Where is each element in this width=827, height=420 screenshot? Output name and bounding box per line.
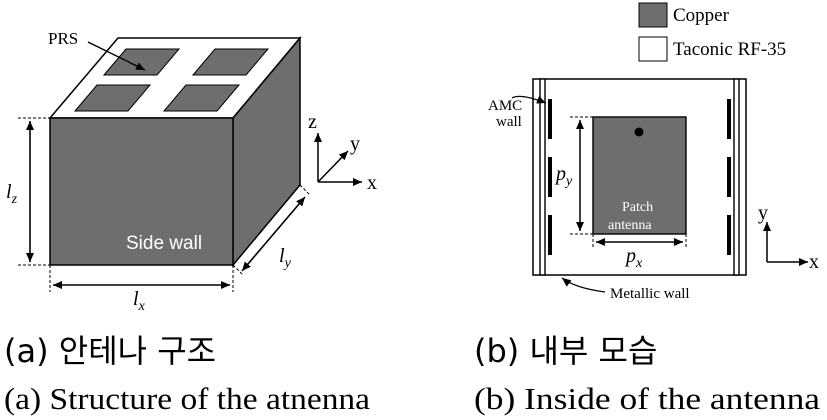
amc-strip <box>548 215 552 255</box>
px-label: px <box>624 245 643 271</box>
side-wall-label: Side wall <box>126 233 202 254</box>
y-axis-arrow <box>317 150 349 183</box>
x-axis-label-2d: x <box>809 251 819 273</box>
amc-wall-leader <box>511 95 547 104</box>
amc-strip <box>727 99 731 139</box>
prs-label: PRS <box>48 29 78 48</box>
z-axis-label: z <box>308 111 317 133</box>
amc-strip <box>548 157 552 197</box>
caption-b-english: (b) Inside of the antenna <box>474 381 820 416</box>
metallic-wall-label: Metallic wall <box>610 286 690 302</box>
y-axis-label-2d: y <box>758 202 768 224</box>
amc-strip <box>548 99 552 139</box>
legend-copper-label: Copper <box>673 5 730 26</box>
feed-point <box>634 127 644 137</box>
caption-a-korean: (a) 안테나 구조 <box>4 332 216 370</box>
antenna-inside-diagram: Copper Taconic RF-35 Patch antenna py px <box>488 2 819 302</box>
ly-extension-back <box>299 184 311 196</box>
metallic-wall-left <box>539 78 546 276</box>
amc-strip <box>727 157 731 197</box>
caption-b-korean: (b) 내부 모습 <box>474 332 657 370</box>
amc-strip <box>727 215 731 255</box>
patch-antenna <box>592 116 687 235</box>
front-face <box>49 117 234 266</box>
metallic-wall-leader <box>561 277 606 293</box>
antenna-structure-diagram: Side wall PRS lz lx ly z y x <box>6 29 377 314</box>
x-axis-label: x <box>367 172 377 194</box>
legend-substrate-swatch <box>638 36 668 62</box>
ly-dimension-arrow <box>241 196 306 272</box>
y-axis-label: y <box>350 133 360 155</box>
legend-substrate-label: Taconic RF-35 <box>673 39 786 60</box>
ly-extension-front <box>232 264 244 276</box>
patch-label-line1: Patch <box>622 200 653 215</box>
ly-label: ly <box>279 245 292 271</box>
lx-label: lx <box>133 288 146 314</box>
patch-label-line2: antenna <box>608 218 652 233</box>
amc-wall-label-line1: AMC <box>488 98 522 114</box>
prs-patch <box>162 84 241 112</box>
caption-a-english: (a) Structure of the atnenna <box>4 381 370 416</box>
prs-patch <box>191 48 270 76</box>
amc-wall-label-line2: wall <box>496 114 522 130</box>
legend-copper-swatch <box>638 2 668 28</box>
prs-leader-line <box>87 41 146 71</box>
lz-label: lz <box>6 181 18 207</box>
py-label: py <box>554 163 573 189</box>
metallic-wall-right <box>733 78 740 276</box>
prs-patch <box>73 84 152 112</box>
